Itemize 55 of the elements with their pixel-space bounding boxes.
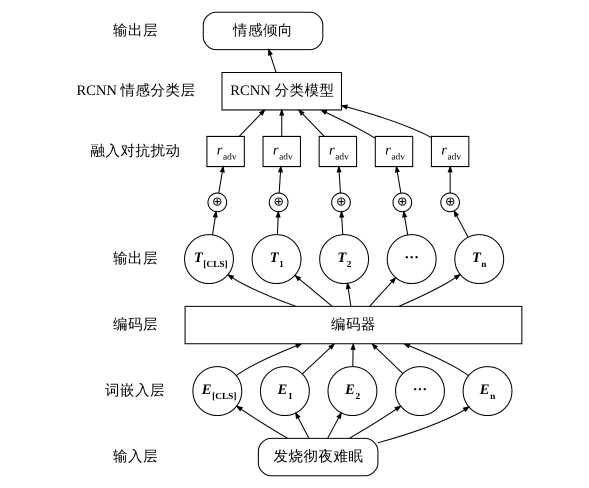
node-box: r$_{adv}$ bbox=[430, 136, 469, 168]
arrow bbox=[336, 165, 342, 193]
arrow bbox=[236, 343, 302, 376]
label: RCNN 情感分类层 bbox=[76, 83, 196, 100]
node-circle: ⊕ bbox=[268, 192, 288, 212]
arrow bbox=[277, 165, 283, 193]
arrow bbox=[447, 165, 452, 193]
node-circle: ⊕ bbox=[440, 192, 460, 212]
arrow bbox=[348, 405, 402, 439]
arrow bbox=[350, 342, 356, 367]
arrow bbox=[302, 343, 335, 374]
arrow bbox=[226, 274, 296, 307]
label: 词嵌入层 bbox=[104, 382, 165, 399]
arrow bbox=[377, 406, 470, 444]
arrow bbox=[235, 405, 288, 439]
arrow bbox=[218, 165, 224, 193]
node-circle: ⊕ bbox=[330, 192, 350, 212]
arrow bbox=[370, 343, 403, 374]
arrow bbox=[212, 210, 218, 235]
node-circle: E$_{2}$ bbox=[326, 366, 377, 416]
arrow bbox=[326, 412, 342, 438]
label: 输入层 bbox=[112, 448, 158, 465]
arrow bbox=[368, 276, 396, 307]
arrow bbox=[319, 109, 375, 139]
arrow bbox=[345, 282, 351, 306]
arrow bbox=[340, 104, 431, 138]
arrow bbox=[402, 210, 408, 235]
arrow bbox=[452, 210, 468, 238]
node-circle: ⊕ bbox=[206, 192, 227, 212]
label: 融入对抗扰动 bbox=[90, 143, 180, 160]
arrow bbox=[275, 210, 280, 235]
node-box: RCNN 分类模型 bbox=[220, 72, 342, 110]
node-box: 编码器 bbox=[184, 306, 522, 344]
node-box: r$_{adv}$ bbox=[374, 136, 413, 168]
arrow bbox=[278, 108, 284, 136]
label: 编码层 bbox=[112, 316, 158, 333]
node-box: 情感倾向 bbox=[202, 12, 323, 50]
node-circle: E$_{1}$ bbox=[259, 366, 310, 416]
label: 输出层 bbox=[112, 250, 158, 267]
arrow bbox=[398, 274, 461, 307]
arrow bbox=[297, 108, 324, 137]
arrow bbox=[294, 274, 332, 307]
arrow bbox=[402, 343, 468, 376]
node-box: r$_{adv}$ bbox=[318, 136, 357, 168]
node-box: r$_{adv}$ bbox=[206, 136, 244, 168]
arrow bbox=[338, 210, 344, 235]
node-box: r$_{adv}$ bbox=[262, 136, 300, 168]
arrow bbox=[238, 108, 266, 137]
node-box: 发烧彻夜难眠 bbox=[257, 438, 378, 476]
arrow bbox=[294, 412, 309, 438]
node-circle: T$_{2}$ bbox=[318, 234, 369, 284]
label: 输出层 bbox=[112, 22, 158, 39]
arrow bbox=[268, 48, 276, 73]
arrow bbox=[394, 165, 401, 193]
node-circle: ⊕ bbox=[392, 192, 412, 212]
